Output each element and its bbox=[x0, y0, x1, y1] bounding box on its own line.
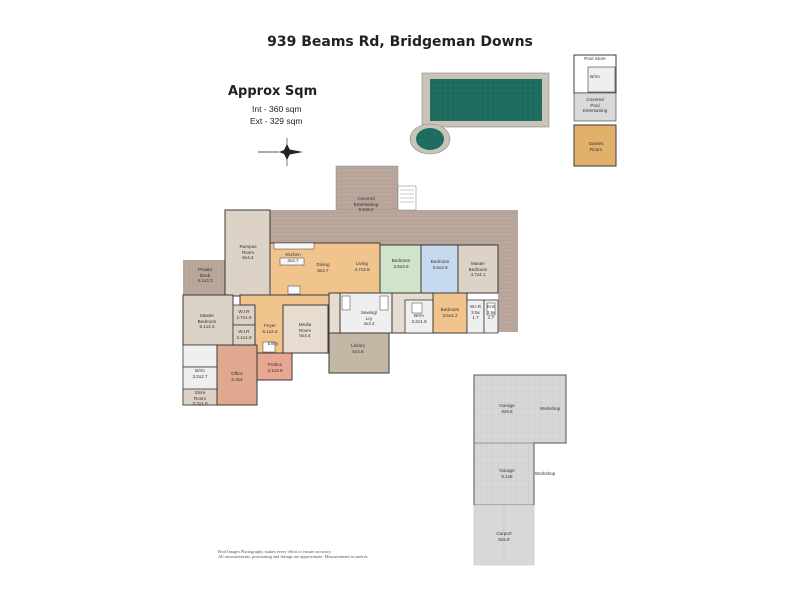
room-entry: Entry bbox=[267, 341, 279, 346]
room-foyer: Foyer 6.1x2.4 bbox=[262, 323, 278, 334]
internal-area: Int - 360 sqm bbox=[252, 104, 302, 114]
room-sewing-laundry: Sewing/ Lry 4x3.2 bbox=[360, 310, 378, 327]
garage-block bbox=[473, 374, 567, 566]
room-rumpus: Rumpus Room 6x4.4 bbox=[239, 244, 257, 261]
room-bedroom-3: Bedroom 3.6x4.2 bbox=[440, 307, 460, 318]
room-master-bedroom-west: Master Bedroom 5.1x4.3 bbox=[197, 313, 217, 330]
room-games: Games Room bbox=[588, 141, 604, 152]
room-pool-store: Pool Store bbox=[584, 56, 606, 61]
room-bath-west: B/rm 3.2x2.7 bbox=[192, 368, 208, 379]
room-carport: Carport 6x5.9 bbox=[496, 531, 512, 542]
room-bath-central: B/rm 3.2x1.9 bbox=[411, 313, 427, 324]
area-heading: Approx Sqm bbox=[228, 84, 318, 99]
room-portico: Portico 3.1x3.6 bbox=[267, 362, 283, 373]
room-media: Media Room 5x4.4 bbox=[298, 322, 312, 339]
room-wir-1: W.I.R 2.7x1.9 bbox=[236, 309, 252, 320]
external-area: Ext - 329 sqm bbox=[250, 116, 303, 126]
room-dining: Dining 5x4.7 bbox=[316, 262, 330, 273]
room-master-bedroom-east: Master Bedroom 4.7x4.1 bbox=[468, 261, 488, 278]
room-workshop-1: Workshop bbox=[539, 406, 561, 411]
swimming-pool bbox=[409, 72, 550, 155]
pool-house bbox=[573, 54, 617, 167]
verandah-deck bbox=[183, 165, 518, 332]
room-pool-bath: B/rm bbox=[590, 74, 600, 79]
room-private-deck: Private Deck 4.1x3.3 bbox=[197, 267, 213, 284]
room-wir-3: W.I.R 3.9x 1.7 bbox=[469, 304, 482, 321]
room-covered-pool-entertaining: Covered Pool Entertaining bbox=[582, 97, 608, 114]
page-title: 939 Beams Rd, Bridgeman Downs bbox=[267, 34, 533, 50]
room-bedroom-1: Bedroom 3.6x3.9 bbox=[391, 258, 411, 269]
room-store: Store Room 3.2x1.9 bbox=[192, 390, 208, 407]
room-garage-2: Garage 8.1x6 bbox=[499, 468, 515, 479]
room-living: Living 4.7x3.9 bbox=[354, 261, 370, 272]
room-library: Library 5x4.6 bbox=[350, 343, 366, 354]
room-covered-entertaining: Covered Entertaining 9.5x8.4 bbox=[353, 196, 379, 213]
compass-rose-icon bbox=[258, 138, 303, 166]
room-ensuite: Ens 3.9x 1.7 bbox=[486, 304, 496, 321]
room-bedroom-2: Bedroom 3.6x3.9 bbox=[430, 259, 450, 270]
room-garage-1: Garage 9x6.8 bbox=[499, 403, 515, 414]
room-workshop-2: Workshop bbox=[534, 471, 556, 476]
room-office: Office 5.3x4 bbox=[231, 371, 243, 382]
room-kitchen: Kitchen 4x4.7 bbox=[285, 252, 301, 263]
disclaimer-text: Real Images Photography makes every effo… bbox=[218, 549, 369, 560]
room-wir-2: W.I.R 2.1x1.9 bbox=[236, 329, 252, 340]
